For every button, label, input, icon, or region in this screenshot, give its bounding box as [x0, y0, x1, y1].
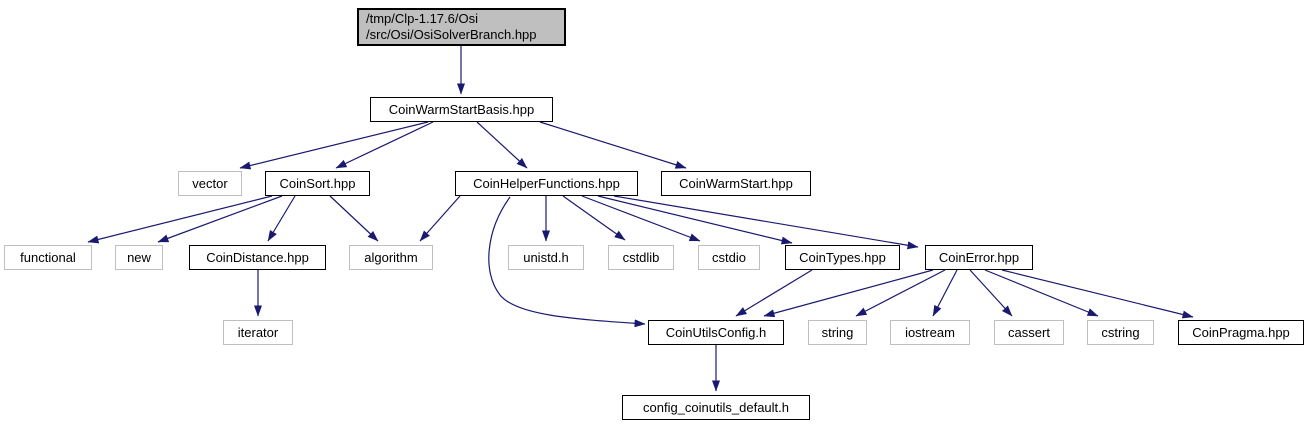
node-CoinWarmStart[interactable]: CoinWarmStart.hpp [661, 171, 811, 196]
node-label: iostream [905, 324, 955, 340]
node-label: /tmp/Clp-1.17.6/Osi [366, 11, 478, 26]
node-CoinHelperFunctions[interactable]: CoinHelperFunctions.hpp [455, 171, 638, 196]
node-label: cassert [1008, 324, 1050, 340]
node-label: config_coinutils_default.h [643, 399, 789, 415]
node-label: vector [192, 175, 228, 191]
edge-CoinWarmStartBasis-to-CoinHelperFunctions [476, 121, 528, 169]
edge-CoinSort-to-algorithm [329, 195, 379, 242]
node-label: CoinHelperFunctions.hpp [473, 175, 620, 191]
node-CoinSort[interactable]: CoinSort.hpp [265, 171, 370, 196]
node-label: iterator [237, 324, 279, 340]
node-label: /src/Osi/OsiSolverBranch.hpp [366, 27, 537, 42]
node-label: functional [20, 249, 76, 265]
node-cassert: cassert [994, 320, 1064, 345]
edge-CoinError-to-cassert [969, 269, 1013, 317]
node-label: unistd.h [523, 249, 569, 265]
node-cstdlib: cstdlib [608, 245, 674, 270]
node-label: CoinWarmStartBasis.hpp [388, 101, 535, 117]
node-label: CoinPragma.hpp [1192, 324, 1290, 340]
edge-CoinTypes-to-CoinUtilsConfig [735, 269, 813, 317]
edge-CoinError-to-string [855, 269, 946, 317]
node-iostream: iostream [890, 320, 970, 345]
node-new: new [115, 245, 163, 270]
node-label: CoinUtilsConfig.h [665, 324, 767, 340]
node-label: cstdio [712, 249, 746, 265]
edge-CoinError-to-iostream [932, 269, 958, 317]
edge-CoinError-to-cstring [984, 269, 1099, 317]
edge-CoinSort-to-new [157, 195, 283, 243]
node-label: CoinDistance.hpp [206, 249, 309, 265]
node-iterator: iterator [223, 320, 293, 345]
node-label: CoinSort.hpp [279, 175, 356, 191]
edge-CoinHelperFunctions-to-algorithm [419, 195, 461, 242]
edge-CoinHelperFunctions-to-CoinTypes [597, 195, 793, 245]
edge-CoinWarmStartBasis-to-CoinWarmStart [539, 121, 687, 169]
node-cstdio: cstdio [698, 245, 760, 270]
node-CoinPragma[interactable]: CoinPragma.hpp [1178, 320, 1304, 345]
node-label: cstring [1101, 324, 1140, 340]
node-config_coinutils_default[interactable]: config_coinutils_default.h [622, 395, 810, 420]
node-functional: functional [4, 245, 92, 270]
node-vector: vector [178, 171, 242, 196]
node-root: /tmp/Clp-1.17.6/Osi/src/Osi/OsiSolverBra… [357, 8, 566, 46]
edge-CoinHelperFunctions-to-cstdio [581, 195, 701, 242]
edge-CoinSort-to-functional [87, 195, 273, 244]
node-string: string [808, 320, 867, 345]
edge-CoinHelperFunctions-to-CoinError [613, 195, 919, 250]
node-label: CoinTypes.hpp [799, 249, 886, 265]
node-unistd: unistd.h [508, 245, 584, 270]
node-label: new [127, 249, 151, 265]
edge-CoinHelperFunctions-to-CoinUtilsConfig [488, 196, 646, 328]
node-CoinTypes[interactable]: CoinTypes.hpp [785, 245, 900, 270]
edge-CoinHelperFunctions-to-cstdlib [562, 195, 626, 241]
edge-CoinError-to-CoinUtilsConfig [763, 269, 934, 318]
edge-CoinWarmStartBasis-to-CoinSort [335, 121, 434, 169]
node-label: string [821, 324, 854, 340]
node-CoinWarmStartBasis[interactable]: CoinWarmStartBasis.hpp [370, 97, 553, 122]
node-label: cstdlib [622, 249, 660, 265]
edge-CoinWarmStartBasis-to-vector [239, 121, 429, 170]
node-CoinError[interactable]: CoinError.hpp [925, 245, 1033, 270]
node-CoinDistance[interactable]: CoinDistance.hpp [189, 245, 326, 270]
node-CoinUtilsConfig[interactable]: CoinUtilsConfig.h [648, 320, 784, 345]
edge-CoinError-to-CoinPragma [1001, 269, 1194, 319]
node-label: algorithm [364, 249, 418, 265]
node-label: CoinError.hpp [938, 249, 1020, 265]
node-algorithm: algorithm [349, 245, 433, 270]
node-cstring: cstring [1087, 320, 1154, 345]
node-label: CoinWarmStart.hpp [679, 175, 793, 191]
edge-CoinSort-to-CoinDistance [267, 195, 296, 242]
